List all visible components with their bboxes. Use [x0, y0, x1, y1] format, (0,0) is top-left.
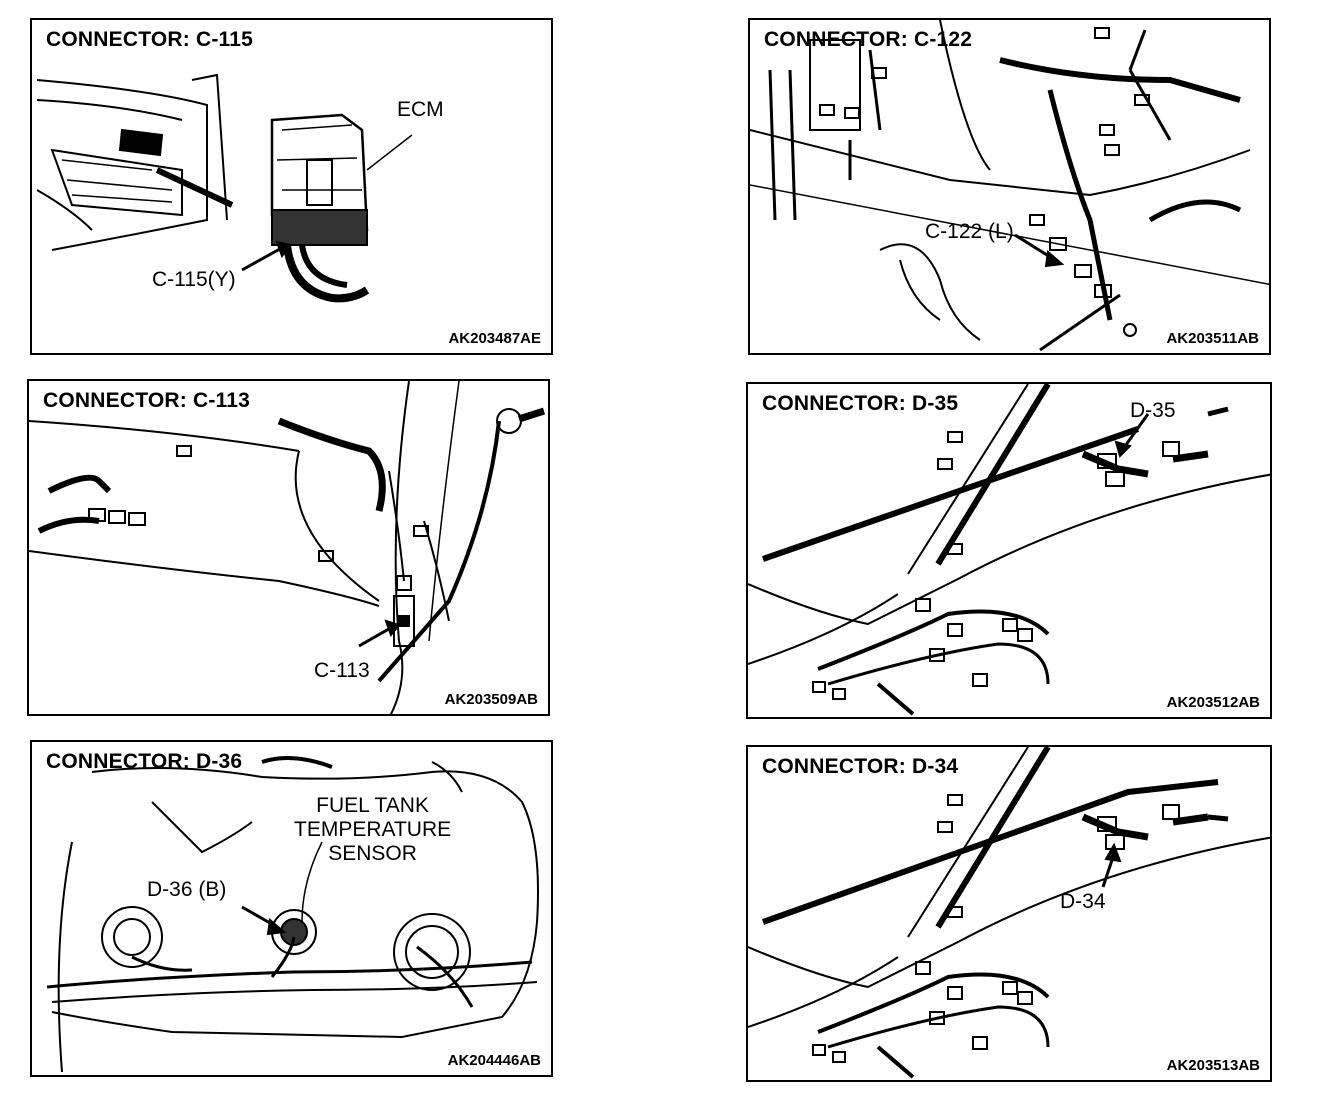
panel-title: CONNECTOR: D-35	[762, 392, 959, 415]
c122-illustration	[750, 20, 1269, 352]
connector-callout: D-36 (B)	[147, 878, 227, 901]
sensor-callout: FUEL TANK TEMPERATURE SENSOR	[294, 794, 452, 865]
panel-title: CONNECTOR: C-115	[46, 28, 254, 51]
figure-code: AK203512AB	[1166, 694, 1260, 711]
connector-callout: C-113	[314, 659, 370, 682]
figure-code: AK204446AB	[447, 1052, 541, 1069]
panel-c115: CONNECTOR: C-115 ECM C-115(Y) AK203487AE	[30, 18, 553, 355]
connector-callout: C-115(Y)	[152, 268, 236, 291]
c113-illustration	[29, 381, 546, 714]
d35-illustration	[748, 384, 1270, 716]
figure-code: AK203513AB	[1166, 1057, 1260, 1074]
panel-c122: CONNECTOR: C-122 C-122 (L) AK203511AB	[748, 18, 1271, 355]
figure-code: AK203509AB	[444, 691, 538, 708]
panel-d34: CONNECTOR: D-34 D-34 AK203513AB	[746, 745, 1272, 1082]
panel-c113: CONNECTOR: C-113 C-113 AK203509AB	[27, 379, 550, 716]
connector-callout: C-122 (L)	[925, 220, 1014, 243]
panel-title: CONNECTOR: C-113	[43, 389, 251, 412]
panel-title: CONNECTOR: C-122	[764, 28, 973, 51]
panel-title: CONNECTOR: D-34	[762, 755, 959, 778]
panel-d36: CONNECTOR: D-36 FUEL TANK TEMPERATURE SE…	[30, 740, 553, 1077]
d34-illustration	[748, 747, 1270, 1079]
connector-callout: D-35	[1130, 399, 1176, 422]
figure-code: AK203511AB	[1166, 330, 1259, 347]
figure-code: AK203487AE	[448, 330, 541, 347]
c115-illustration	[36, 73, 413, 303]
connector-callout: D-34	[1060, 890, 1106, 913]
panel-title: CONNECTOR: D-36	[46, 750, 243, 773]
panel-d35: CONNECTOR: D-35 D-35 AK203512AB	[746, 382, 1272, 719]
ecm-callout: ECM	[397, 98, 444, 121]
d36-illustration	[46, 756, 539, 1073]
